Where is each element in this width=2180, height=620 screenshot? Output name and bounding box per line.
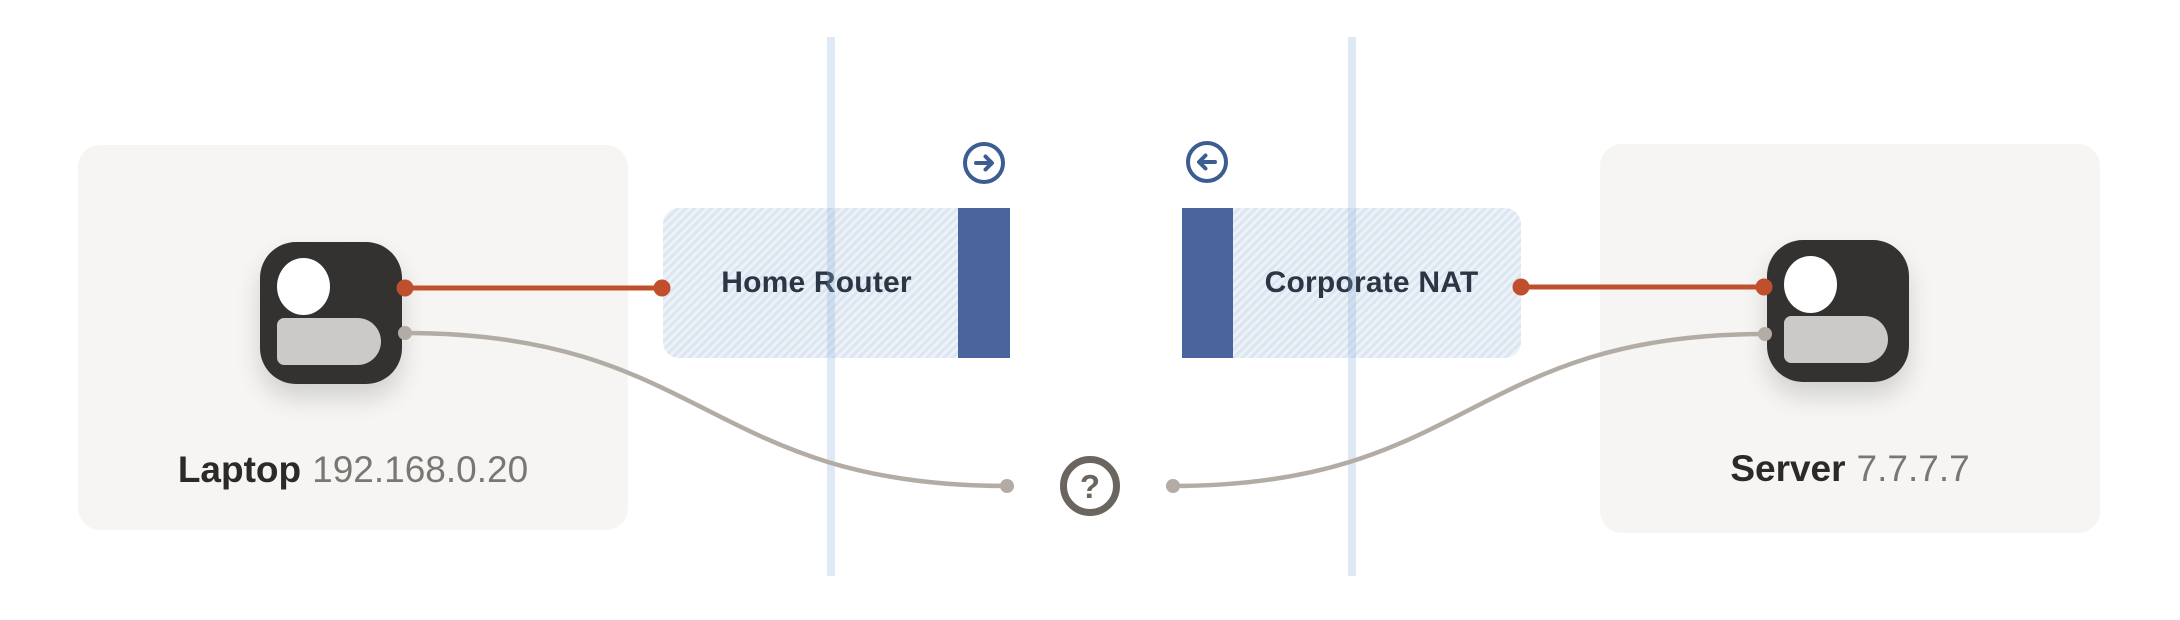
laptop-device-icon[interactable] xyxy=(260,242,402,384)
corporate-nat-label: Corporate NAT xyxy=(1264,266,1479,299)
home-router-label: Home Router xyxy=(721,266,912,299)
arrow-right-icon[interactable] xyxy=(961,140,1007,186)
arrow-left-glyph xyxy=(1197,153,1217,171)
question-mark: ? xyxy=(1079,467,1101,505)
device-camera-dot xyxy=(1784,256,1837,313)
device-camera-dot xyxy=(277,258,330,315)
device-body-shape xyxy=(277,318,381,365)
arrow-left-icon[interactable] xyxy=(1184,139,1230,185)
path-endpoint-dot xyxy=(1000,479,1014,493)
laptop-node-card[interactable]: Laptop 192.168.0.20 xyxy=(78,145,628,530)
server-label: Server xyxy=(1730,448,1846,489)
home-router-node[interactable]: Home Router xyxy=(663,208,1010,358)
laptop-caption: Laptop 192.168.0.20 xyxy=(78,448,628,492)
device-body-shape xyxy=(1784,316,1888,363)
server-device-icon[interactable] xyxy=(1767,240,1909,382)
server-node-card[interactable]: Server 7.7.7.7 xyxy=(1600,144,2100,533)
nat-boundary-line-right xyxy=(1348,37,1356,576)
laptop-label: Laptop xyxy=(177,449,302,490)
path-endpoint-dot xyxy=(1166,479,1180,493)
corporate-nat-wan-bar xyxy=(1182,208,1233,358)
server-ip: 7.7.7.7 xyxy=(1856,448,1970,489)
question-badge[interactable]: ? xyxy=(1060,456,1120,516)
nat-boundary-line-left xyxy=(827,37,835,576)
arrow-right-glyph xyxy=(974,154,994,172)
laptop-ip: 192.168.0.20 xyxy=(312,449,529,490)
server-caption: Server 7.7.7.7 xyxy=(1600,447,2100,491)
home-router-wan-bar xyxy=(958,208,1010,358)
